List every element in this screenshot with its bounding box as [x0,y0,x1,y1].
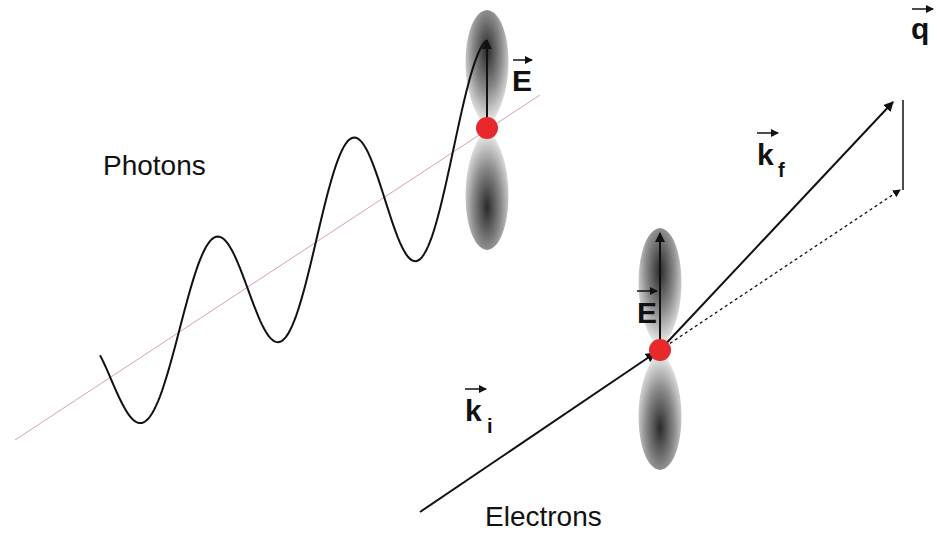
vector-symbol: E [637,298,657,328]
atom-dot [476,117,498,139]
vector-symbol: q [911,14,929,44]
vector-accent [757,132,778,134]
vector-symbol: k [757,140,774,170]
subscript: f [778,160,785,180]
photon-wave [100,41,486,424]
beam-axis [15,95,540,440]
vector-accent [637,290,657,292]
caption-label: Electrons [485,503,602,531]
orbital-lobe [639,350,682,470]
scattered-vector [660,102,893,350]
vector-accent [912,8,933,10]
vector-symbol: E [512,66,532,96]
orbital-lobe [466,128,509,250]
field-vector [486,40,488,128]
vector-symbol: k [465,396,482,426]
transfer-vector [902,100,904,190]
incident-copy [660,190,900,350]
subscript: i [487,416,493,436]
atom-dot [649,339,671,361]
vector-accent [465,388,486,390]
caption-label: Photons [103,152,206,180]
orbital-lobe [639,228,682,350]
field-vector [659,233,661,350]
incident-vector [420,353,655,512]
vector-accent [513,59,532,61]
